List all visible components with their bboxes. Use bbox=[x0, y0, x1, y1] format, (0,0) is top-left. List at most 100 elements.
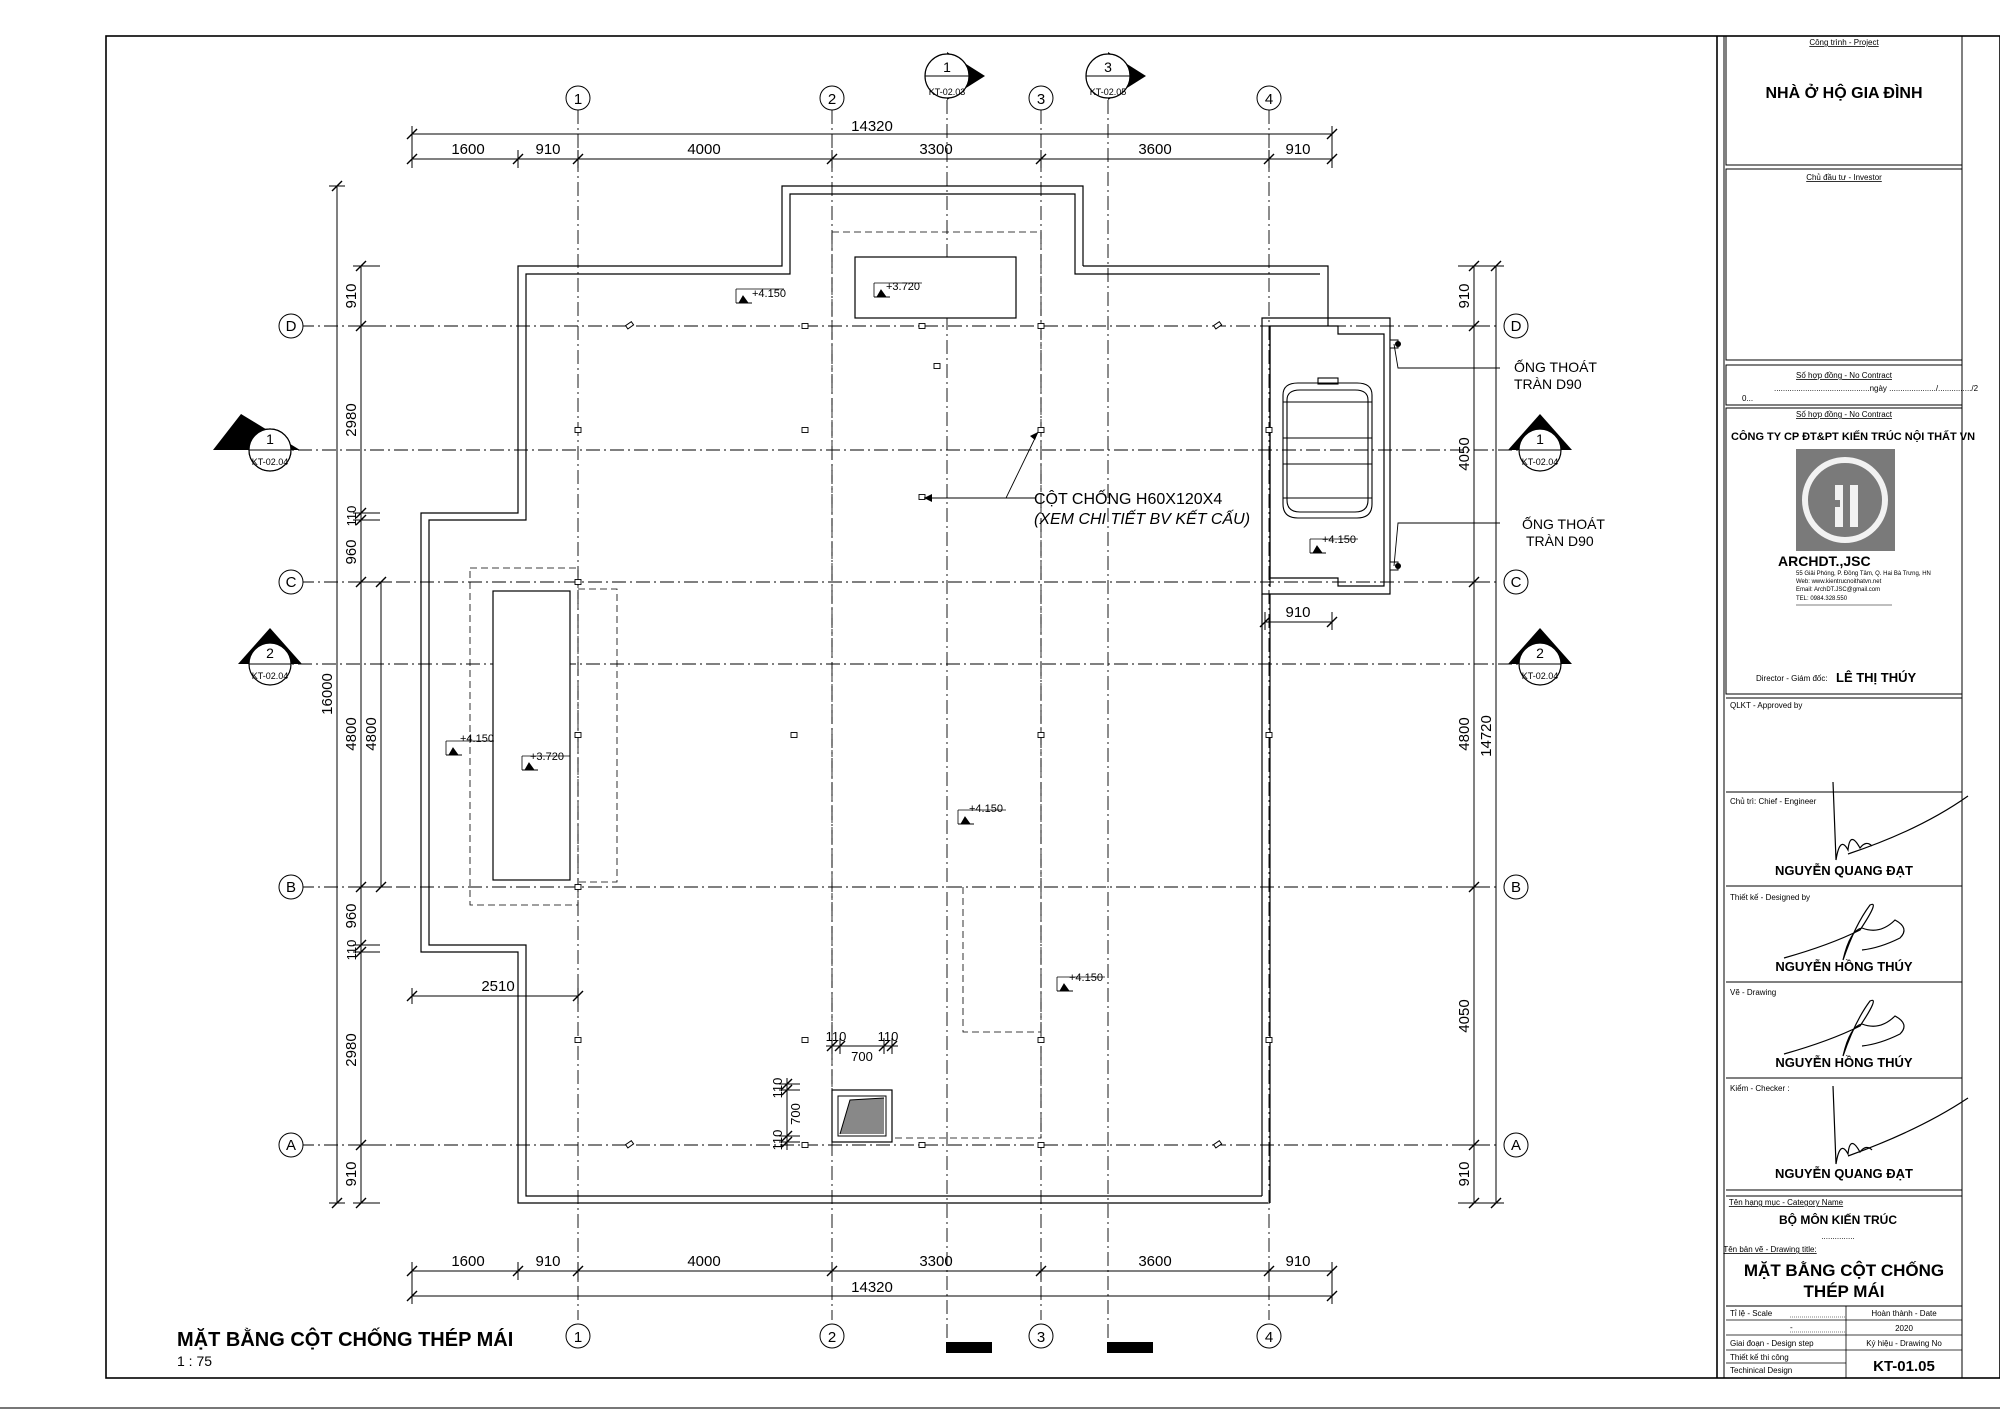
tb-logo-name: ARCHDT.,JSC bbox=[1778, 553, 1871, 569]
dim-left-inner: 4800 bbox=[363, 717, 380, 750]
tb-category-dots: ............... bbox=[1821, 1232, 1854, 1241]
grid-label-3-bottom: 3 bbox=[1037, 1329, 1045, 1346]
section-cut-bar-3 bbox=[1107, 1342, 1153, 1353]
tb-date: 2020 bbox=[1895, 1324, 1913, 1333]
dim-right-910a: 910 bbox=[1456, 283, 1473, 308]
note-strut-line-1: CỘT CHỐNG H60X120X4 bbox=[1034, 488, 1222, 508]
svg-text:1: 1 bbox=[1536, 431, 1544, 447]
grid-bubbles bbox=[278, 85, 1529, 1349]
svg-text:KT-02.03: KT-02.03 bbox=[929, 87, 966, 97]
section-marker-right-2: 2 KT-02.04 bbox=[1508, 628, 1572, 686]
dim-left-910a: 910 bbox=[343, 283, 360, 308]
dimension-lines bbox=[329, 126, 1504, 1304]
grid-label-4-top: 4 bbox=[1265, 91, 1273, 108]
dim-left-2980a: 2980 bbox=[343, 403, 360, 436]
tb-drawing-title-2: THÉP MÁI bbox=[1804, 1282, 1885, 1301]
tb-category-label: Tên hạng mục - Category Name bbox=[1729, 1198, 1844, 1207]
tb-director-name: LÊ THỊ THÚY bbox=[1836, 670, 1916, 685]
dim-top-1600: 1600 bbox=[451, 141, 484, 158]
level-l5: +4.150 bbox=[969, 803, 1003, 815]
dim-top-3300: 3300 bbox=[919, 141, 952, 158]
plan-scale: 1 : 75 bbox=[177, 1353, 212, 1369]
dim-right-total: 14720 bbox=[1478, 715, 1495, 757]
tb-stage-2: Techinical Design bbox=[1730, 1366, 1792, 1375]
dim-left-total: 16000 bbox=[319, 673, 336, 715]
signature-drafter bbox=[1783, 999, 1905, 1057]
dim-right-4050a: 4050 bbox=[1456, 437, 1473, 470]
dim-hatch-700: 700 bbox=[851, 1049, 873, 1064]
tb-drawing-title-label: Tên bản vẽ - Drawing title: bbox=[1723, 1245, 1816, 1254]
dim-right-4050b: 4050 bbox=[1456, 999, 1473, 1032]
level-markers bbox=[445, 282, 1359, 992]
grid-label-4-bottom: 4 bbox=[1265, 1329, 1273, 1346]
tb-director-label: Director - Giám đốc: bbox=[1756, 674, 1828, 683]
section-marker-left-2: 2 KT-02.04 bbox=[238, 628, 302, 686]
section-marker-left-1: 1 KT-02.04 bbox=[213, 414, 300, 472]
tb-drawing-label: Vẽ - Drawing bbox=[1730, 988, 1776, 997]
dim-hatch-v110b: 110 bbox=[770, 1130, 785, 1151]
note-drain-b-line-1: ỐNG THOÁT bbox=[1522, 515, 1605, 532]
tb-drawing-title-1: MẶT BẰNG CỘT CHỐNG bbox=[1744, 1260, 1944, 1280]
diagonal-posts bbox=[624, 320, 1223, 1149]
section-marker-right-1: 1 KT-02.04 bbox=[1508, 414, 1572, 472]
grid-label-2-top: 2 bbox=[828, 91, 836, 108]
level-l3: +4.150 bbox=[460, 733, 494, 745]
tb-contract-line-2: 0... bbox=[1742, 394, 1753, 403]
grid-label-c-right: C bbox=[1511, 574, 1522, 591]
roof-hatch bbox=[831, 1089, 893, 1143]
section-cut-bar-1 bbox=[946, 1342, 992, 1353]
grid-label-c-left: C bbox=[286, 574, 297, 591]
dim-bottom-total: 14320 bbox=[851, 1279, 893, 1296]
dim-left-2980b: 2980 bbox=[343, 1033, 360, 1066]
level-l7: +4.150 bbox=[1322, 534, 1356, 546]
svg-text:KT-02.04: KT-02.04 bbox=[1522, 671, 1559, 681]
tb-project-label: Công trình - Project bbox=[1809, 38, 1879, 47]
grid-label-a-right: A bbox=[1511, 1137, 1521, 1154]
tb-chief-name: NGUYỄN QUANG ĐẠT bbox=[1775, 863, 1913, 878]
dim-hatch-110b: 110 bbox=[878, 1029, 899, 1044]
grid-label-b-right: B bbox=[1511, 879, 1521, 896]
dim-bottom-3300: 3300 bbox=[919, 1253, 952, 1270]
section-marker-top-1: 1 KT-02.03 bbox=[924, 52, 985, 100]
tb-scale-label: Tỉ lệ - Scale bbox=[1730, 1309, 1773, 1318]
tb-contract-date: ........................................… bbox=[1774, 384, 1979, 393]
tb-company: CÔNG TY CP ĐT&PT KIẾN TRÚC NỘI THẤT VN bbox=[1731, 430, 1975, 443]
svg-text:1: 1 bbox=[943, 59, 951, 75]
dim-bottom-3600: 3600 bbox=[1138, 1253, 1171, 1270]
grid-label-a-left: A bbox=[286, 1137, 296, 1154]
leader-lines bbox=[924, 343, 1500, 567]
svg-text:KT-02.05: KT-02.05 bbox=[1090, 87, 1127, 97]
tb-drawing-name: NGUYỄN HỒNG THÚY bbox=[1775, 1055, 1913, 1070]
strut-posts bbox=[574, 323, 1273, 1148]
dim-left-110b: 110 bbox=[344, 940, 359, 961]
dim-left-110a: 110 bbox=[344, 506, 359, 527]
dim-top-910b: 910 bbox=[1285, 141, 1310, 158]
tb-logo-line-4: TEL: 0984.328.550 bbox=[1796, 596, 1848, 602]
grid-label-d-right: D bbox=[1511, 318, 1522, 335]
tb-investor-label: Chủ đầu tư - Investor bbox=[1806, 173, 1882, 182]
svg-text:3: 3 bbox=[1104, 59, 1112, 75]
dim-910-tank: 910 bbox=[1285, 604, 1310, 621]
plan-title: MẶT BẰNG CỘT CHỐNG THÉP MÁI bbox=[177, 1327, 513, 1351]
level-l1: +4.150 bbox=[752, 288, 786, 300]
skylight-left bbox=[492, 590, 571, 881]
dim-bottom-4000: 4000 bbox=[687, 1253, 720, 1270]
dim-hatch-v110a: 110 bbox=[770, 1078, 785, 1099]
note-drain-b-line-2: TRÀN D90 bbox=[1526, 533, 1594, 549]
dim-bottom-1600: 1600 bbox=[451, 1253, 484, 1270]
signature-checker bbox=[1832, 1085, 1969, 1165]
dim-left-910b: 910 bbox=[343, 1161, 360, 1186]
tb-chief-label: Chủ trì: Chief - Engineer bbox=[1730, 797, 1817, 806]
section-marker-top-3: 3 KT-02.05 bbox=[1085, 52, 1146, 100]
grid-label-1-top: 1 bbox=[574, 91, 582, 108]
tb-logo-line-1: 55 Giải Phóng, P. Đồng Tâm, Q. Hai Bà Tr… bbox=[1796, 571, 1931, 577]
tb-stage-1: Thiết kế thi công bbox=[1730, 1353, 1789, 1362]
svg-text:KT-02.04: KT-02.04 bbox=[1522, 457, 1559, 467]
tb-checker-label: Kiểm - Checker : bbox=[1730, 1084, 1790, 1093]
level-l2: +3.720 bbox=[886, 281, 920, 293]
dim-left-960b: 960 bbox=[343, 903, 360, 928]
tb-date-label: Hoàn thành - Date bbox=[1871, 1309, 1937, 1318]
roof-outline bbox=[420, 185, 1329, 1204]
dim-top-910a: 910 bbox=[535, 141, 560, 158]
